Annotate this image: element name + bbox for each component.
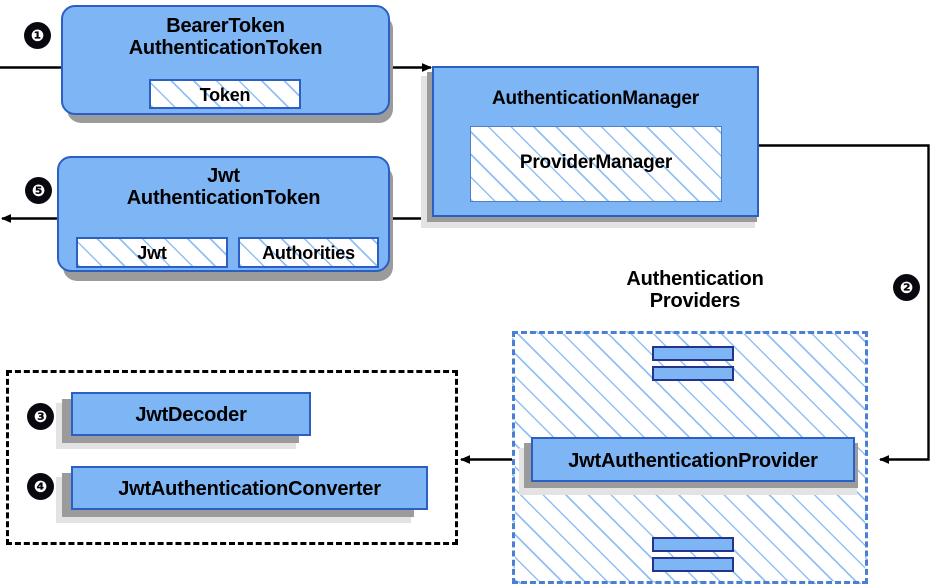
provider-bar-top-1: [652, 346, 734, 361]
jwt-authentication-provider-label: JwtAuthenticationProvider: [568, 450, 818, 472]
step-badge-5: ❺: [26, 178, 51, 203]
provider-bar-top-2: [652, 366, 734, 381]
bearer-token-title: BearerToken AuthenticationToken: [128, 15, 323, 60]
bearer-token-slot-label: Token: [199, 85, 251, 105]
jwt-authentication-token-node[interactable]: Jwt AuthenticationToken Jwt Authorities: [57, 156, 390, 272]
provider-bar-bottom-1: [652, 537, 734, 552]
jwt-authentication-converter-label: JwtAuthenticationConverter: [118, 478, 381, 500]
provider-bar-bottom-2: [652, 557, 734, 572]
step-badge-4: ❹: [28, 474, 53, 499]
provider-manager-box: ProviderManager: [470, 126, 722, 202]
jwt-token-slot-jwt-label: Jwt: [137, 243, 167, 263]
jwt-decoder-label: JwtDecoder: [135, 404, 247, 426]
step-badge-2: ❷: [894, 275, 919, 300]
authentication-manager-title: AuthenticationManager: [492, 88, 699, 109]
jwt-decoder-node[interactable]: JwtDecoder: [71, 392, 311, 436]
jwt-token-slot-authorities: Authorities: [238, 237, 379, 268]
jwt-support-group: [6, 370, 458, 545]
jwt-token-slot-jwt: Jwt: [76, 237, 228, 268]
jwt-authentication-provider-node[interactable]: JwtAuthenticationProvider: [531, 437, 855, 482]
step-badge-1: ❶: [25, 23, 50, 48]
provider-manager-label: ProviderManager: [519, 152, 673, 173]
authentication-providers-title: Authentication Providers: [626, 268, 764, 313]
jwt-token-title: Jwt AuthenticationToken: [126, 165, 321, 210]
bearer-token-slot: Token: [149, 79, 301, 109]
jwt-authentication-converter-node[interactable]: JwtAuthenticationConverter: [71, 466, 428, 510]
jwt-token-slot-authorities-label: Authorities: [262, 243, 355, 263]
authentication-manager-node[interactable]: AuthenticationManager ProviderManager: [432, 66, 759, 217]
step-badge-3: ❸: [28, 404, 53, 429]
bearer-token-node[interactable]: BearerToken AuthenticationToken Token: [61, 5, 390, 115]
